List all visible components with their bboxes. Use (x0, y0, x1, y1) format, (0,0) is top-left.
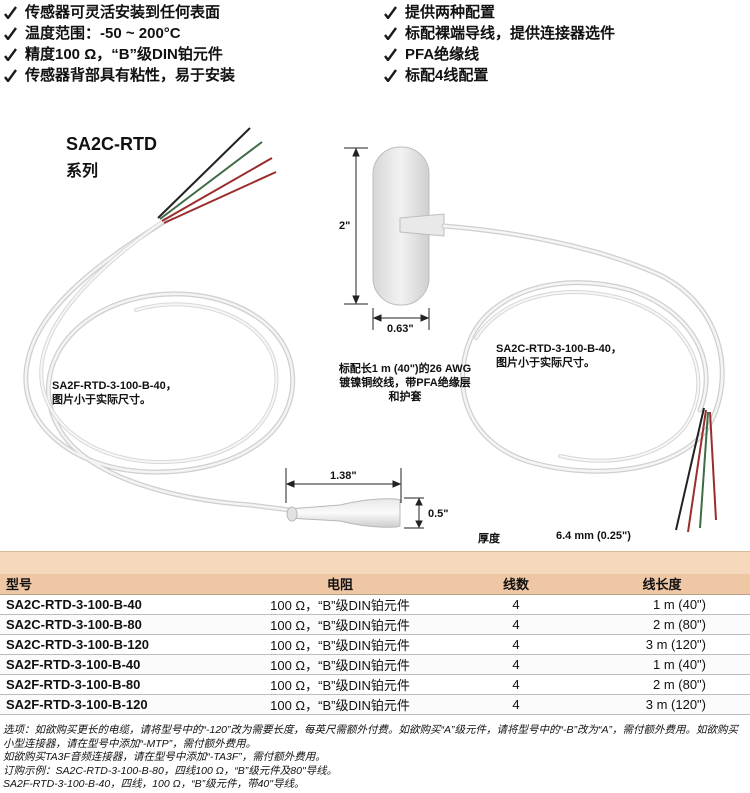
table-row: SA2F-RTD-3-100-B-120 100 Ω，“B”级DIN铂元件 4 … (0, 694, 750, 715)
cell-resistance: 100 Ω，“B”级DIN铂元件 (222, 694, 458, 715)
feature-item: 标配4线配置 (384, 65, 744, 86)
feature-text: 标配4线配置 (405, 67, 489, 84)
dim-label-1-38: 1.38" (330, 470, 357, 482)
note-options: 选项：如欲购买更长的电缆，请将型号中的“-120”改为需要长度，每英尺需额外付费… (3, 724, 738, 750)
table-row: SA2C-RTD-3-100-B-80 100 Ω，“B”级DIN铂元件 4 2… (0, 614, 750, 635)
table-row: SA2F-RTD-3-100-B-80 100 Ω，“B”级DIN铂元件 4 2… (0, 674, 750, 695)
feature-item: 标配裸端导线，提供连接器选件 (384, 23, 744, 44)
cell-resistance: 100 Ω，“B”级DIN铂元件 (222, 614, 458, 635)
check-icon (4, 69, 17, 82)
cell-model: SA2C-RTD-3-100-B-120 (0, 634, 222, 655)
cell-model: SA2C-RTD-3-100-B-40 (0, 594, 222, 615)
cell-length: 3 m (120") (574, 634, 750, 655)
cell-wires: 4 (458, 694, 574, 715)
note-example-1: 订购示例：SA2C-RTD-3-100-B-80，四线100 Ω，“B”级元件及… (3, 764, 338, 777)
cell-length: 1 m (40") (574, 654, 750, 675)
cell-model: SA2F-RTD-3-100-B-80 (0, 674, 222, 695)
feature-item: 精度100 Ω，“B”级DIN铂元件 (4, 44, 384, 65)
feature-item: 提供两种配置 (384, 2, 744, 23)
check-icon (384, 27, 397, 40)
feature-text: 提供两种配置 (405, 4, 496, 21)
feature-item: 传感器背部具有粘性，易于安装 (4, 65, 384, 86)
col-header-model: 型号 (0, 574, 222, 595)
feature-item: 传感器可灵活安装到任何表面 (4, 2, 384, 23)
col-header-resistance: 电阻 (222, 574, 458, 595)
dimension-1-38 (285, 468, 402, 503)
feature-text: PFA绝缘线 (405, 46, 480, 63)
cell-wires: 4 (458, 614, 574, 635)
feature-text: 传感器可灵活安装到任何表面 (25, 4, 221, 21)
dimension-2in (344, 147, 368, 305)
table-row: SA2C-RTD-3-100-B-40 100 Ω，“B”级DIN铂元件 4 1… (0, 594, 750, 615)
left-cable-coil (23, 215, 296, 513)
cell-length: 2 m (80") (574, 614, 750, 635)
model-table-grid: 型号 电阻 线数 线长度 SA2C-RTD-3-100-B-40 100 Ω，“… (0, 574, 750, 715)
table-header-row: 型号 电阻 线数 线长度 (0, 574, 750, 595)
note-connector: 如欲购买TA3F音频连接器，请在型号中添加“-TA3F”，需付额外费用。 (3, 751, 326, 763)
cell-resistance: 100 Ω，“B”级DIN铂元件 (222, 654, 458, 675)
check-icon (384, 48, 397, 61)
cell-length: 1 m (40") (574, 594, 750, 615)
feature-list-left: 传感器可灵活安装到任何表面 温度范围：-50 ~ 200°C 精度100 Ω，“… (4, 2, 384, 86)
caption-sa2f: SA2F-RTD-3-100-B-40， 图片小于实际尺寸。 (52, 380, 177, 406)
left-lead-wires (157, 127, 277, 224)
sa2f-probe (286, 498, 401, 528)
cell-resistance: 100 Ω，“B”级DIN铂元件 (222, 594, 458, 615)
cell-length: 3 m (120") (574, 694, 750, 715)
check-icon (384, 69, 397, 82)
feature-item: 温度范围：-50 ~ 200°C (4, 23, 384, 44)
series-subtitle: 系列 (66, 163, 99, 180)
check-icon (384, 6, 397, 19)
sa2c-pad (372, 146, 445, 306)
col-header-length: 线长度 (574, 574, 750, 595)
table-row: SA2F-RTD-3-100-B-40 100 Ω，“B”级DIN铂元件 4 1… (0, 654, 750, 675)
dim-label-0-63: 0.63" (387, 323, 414, 335)
check-icon (4, 27, 17, 40)
feature-list-right: 提供两种配置 标配裸端导线，提供连接器选件 PFA绝缘线 标配4线配置 (384, 2, 744, 86)
dim-label-2in: 2" (339, 220, 351, 232)
feature-text: 温度范围：-50 ~ 200°C (25, 25, 181, 42)
cell-wires: 4 (458, 594, 574, 615)
cell-wires: 4 (458, 654, 574, 675)
model-table: 型号 电阻 线数 线长度 SA2C-RTD-3-100-B-40 100 Ω，“… (0, 551, 750, 715)
table-row: SA2C-RTD-3-100-B-120 100 Ω，“B”级DIN铂元件 4 … (0, 634, 750, 655)
col-header-wires: 线数 (458, 574, 574, 595)
cell-model: SA2F-RTD-3-100-B-40 (0, 654, 222, 675)
ordering-notes: 选项：如欲购买更长的电缆，请将型号中的“-120”改为需要长度，每英尺需额外付费… (3, 724, 747, 792)
cell-wires: 4 (458, 674, 574, 695)
cell-resistance: 100 Ω，“B”级DIN铂元件 (222, 634, 458, 655)
table-top-band (0, 551, 750, 574)
cell-model: SA2F-RTD-3-100-B-120 (0, 694, 222, 715)
right-cable-coil (441, 223, 725, 474)
caption-wire-spec: 标配长1 m (40")的26 AWG 镀镍铜绞线，带PFA绝缘层 和护套 (338, 363, 472, 403)
product-illustration (23, 127, 725, 533)
check-icon (4, 6, 17, 19)
dimension-0-63 (372, 308, 430, 330)
caption-sa2c: SA2C-RTD-3-100-B-40， 图片小于实际尺寸。 (496, 343, 622, 369)
cell-wires: 4 (458, 634, 574, 655)
right-lead-wires (675, 407, 717, 533)
feature-text: 标配裸端导线，提供连接器选件 (405, 25, 616, 42)
feature-item: PFA绝缘线 (384, 44, 744, 65)
thickness-value: 6.4 mm (0.25") (556, 530, 631, 542)
dim-label-0-5: 0.5" (428, 508, 449, 520)
cell-resistance: 100 Ω，“B”级DIN铂元件 (222, 674, 458, 695)
thickness-label: 厚度 (478, 533, 500, 545)
cell-model: SA2C-RTD-3-100-B-80 (0, 614, 222, 635)
check-icon (4, 48, 17, 61)
feature-text: 传感器背部具有粘性，易于安装 (25, 67, 236, 84)
feature-text: 精度100 Ω，“B”级DIN铂元件 (25, 46, 223, 63)
dimension-0-5 (404, 497, 424, 529)
cell-length: 2 m (80") (574, 674, 750, 695)
note-example-2: SA2F-RTD-3-100-B-40，四线，100 Ω，“B”级元件，带40"… (3, 778, 305, 790)
series-title: SA2C-RTD (66, 134, 158, 154)
